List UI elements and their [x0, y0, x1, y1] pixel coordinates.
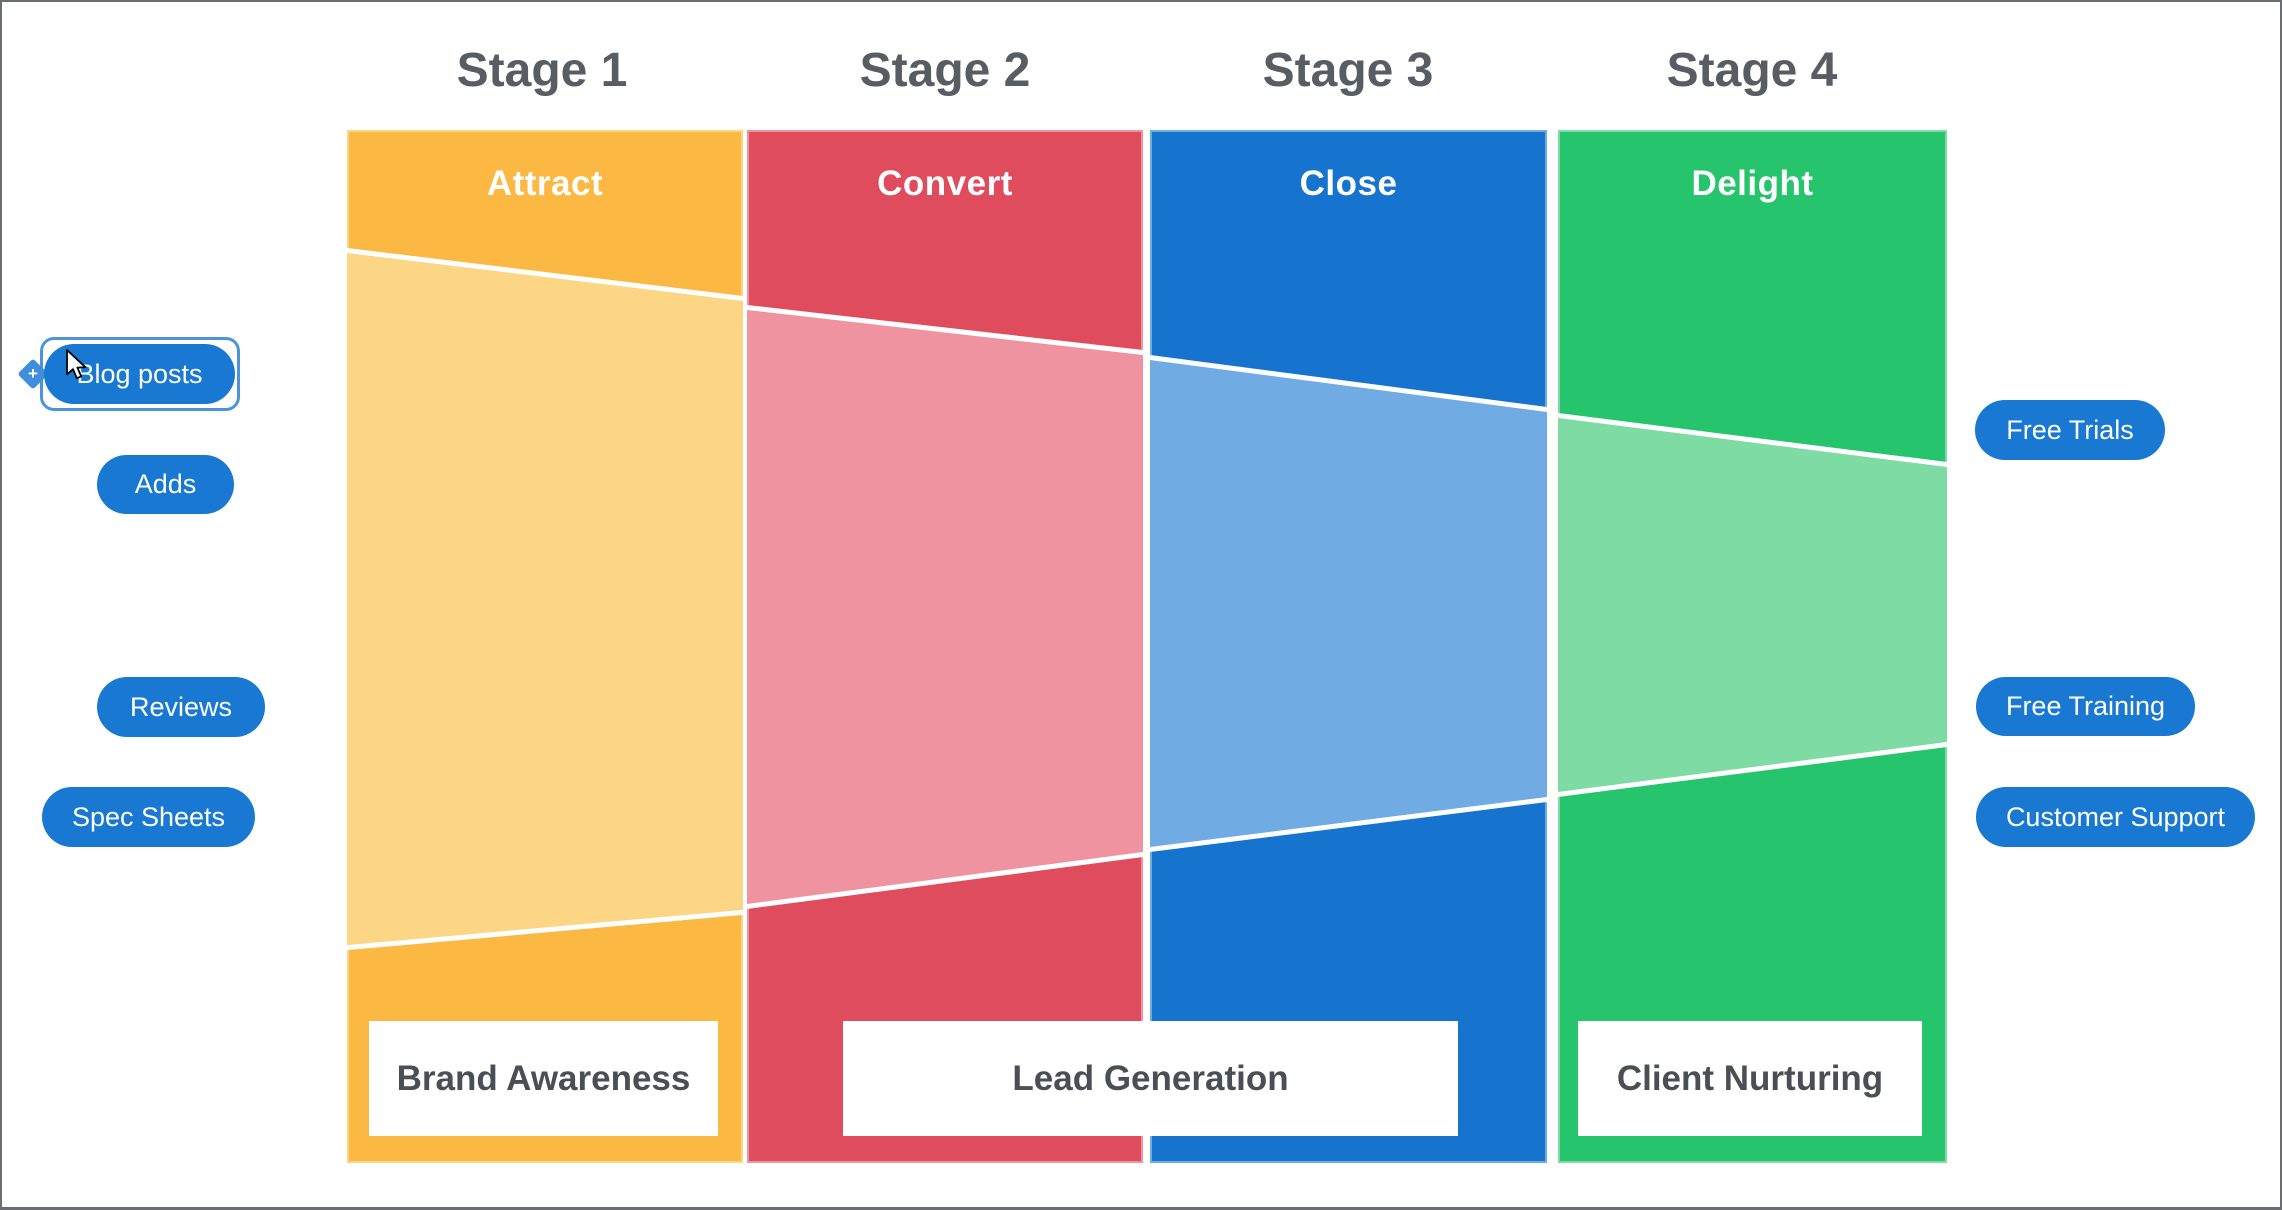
- attract-header: Attract: [486, 164, 604, 203]
- pill-customer-support[interactable]: Customer Support: [1976, 787, 2255, 847]
- convert-header: Convert: [877, 164, 1013, 203]
- delight-band-shape: [1558, 412, 1947, 798]
- pill-free-trials[interactable]: Free Trials: [1975, 400, 2165, 460]
- funnel-diagram: Attract Convert Close Deli: [347, 130, 1947, 1163]
- close-band-shape: [1150, 355, 1547, 853]
- attract-band-shape: [347, 247, 743, 951]
- delight-header: Delight: [1691, 164, 1814, 203]
- brand-awareness-box[interactable]: Brand Awareness: [369, 1021, 718, 1136]
- funnel-column-convert[interactable]: Convert: [747, 130, 1143, 1163]
- pill-spec-sheets[interactable]: Spec Sheets: [42, 787, 255, 847]
- convert-band-shape: [747, 304, 1143, 909]
- stage-3-label: Stage 3: [1262, 44, 1434, 97]
- funnel-column-delight[interactable]: Delight: [1558, 130, 1947, 1163]
- pill-free-training[interactable]: Free Training: [1976, 677, 2195, 736]
- client-nurturing-box[interactable]: Client Nurturing: [1578, 1021, 1922, 1136]
- stage-2-label: Stage 2: [859, 44, 1031, 97]
- funnel-column-close[interactable]: Close: [1150, 130, 1547, 1163]
- pill-adds[interactable]: Adds: [97, 455, 234, 514]
- mouse-cursor-icon: [66, 349, 87, 380]
- pill-reviews[interactable]: Reviews: [97, 677, 265, 737]
- close-header: Close: [1299, 164, 1398, 203]
- plus-icon: +: [28, 364, 38, 383]
- funnel-column-attract[interactable]: Attract: [347, 130, 743, 1163]
- stage-1-label: Stage 1: [456, 44, 628, 97]
- lead-generation-box[interactable]: Lead Generation: [843, 1021, 1458, 1136]
- stage-4-label: Stage 4: [1666, 44, 1838, 97]
